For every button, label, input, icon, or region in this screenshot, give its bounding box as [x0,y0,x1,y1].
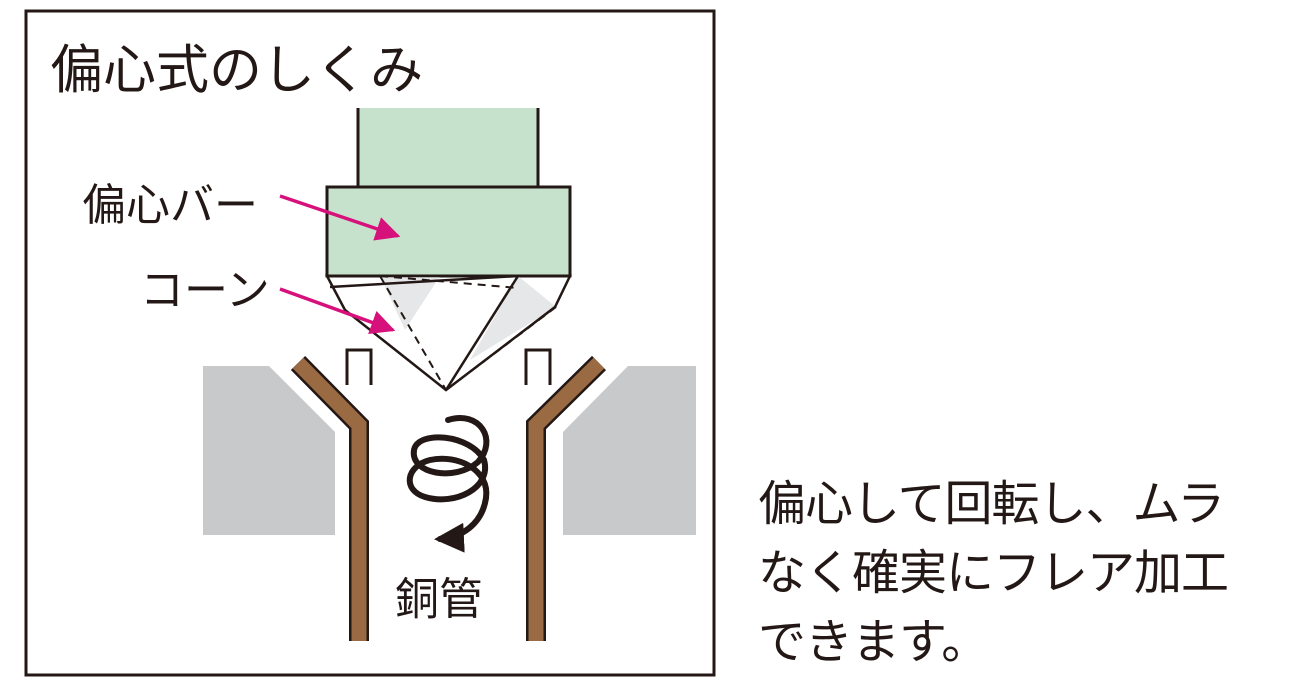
cone-edge [329,274,519,289]
bar-shaft [358,108,538,188]
caption-line-3: できます。 [758,614,989,670]
caption: 偏心して回転し、ムラ なく確実にフレア加工 できます。 [758,470,1306,677]
left-die-block [203,366,335,535]
left-pipe-wall-fill [292,357,367,641]
rotation-arrow-icon [406,415,490,553]
right-clamp-bracket [524,348,552,385]
right-pipe-wall-fill [528,357,605,641]
label-copper-pipe: 銅管 [395,574,483,625]
pointer-arrow-cone [279,287,396,334]
pointer-arrow-bar [279,194,401,241]
label-eccentric-bar: 偏心バー [82,180,258,231]
diagram-title: 偏心式のしくみ [50,40,423,101]
cone-shade-right [470,276,556,360]
cone-hidden-edge-3 [379,275,519,289]
caption-line-2: なく確実にフレア加工 [758,545,1229,601]
caption-line-1: 偏心して回転し、ムラ [758,476,1225,532]
label-cone: コーン [140,265,270,316]
left-clamp-bracket [345,348,373,385]
right-die-block [563,366,696,535]
cone-edge-2 [444,275,520,391]
cone-shade-left [380,276,440,330]
cone [324,274,572,392]
cone-hidden-edge-1 [379,275,447,391]
eccentric-bar [325,185,572,278]
cone-hidden-edge-2 [445,306,557,391]
